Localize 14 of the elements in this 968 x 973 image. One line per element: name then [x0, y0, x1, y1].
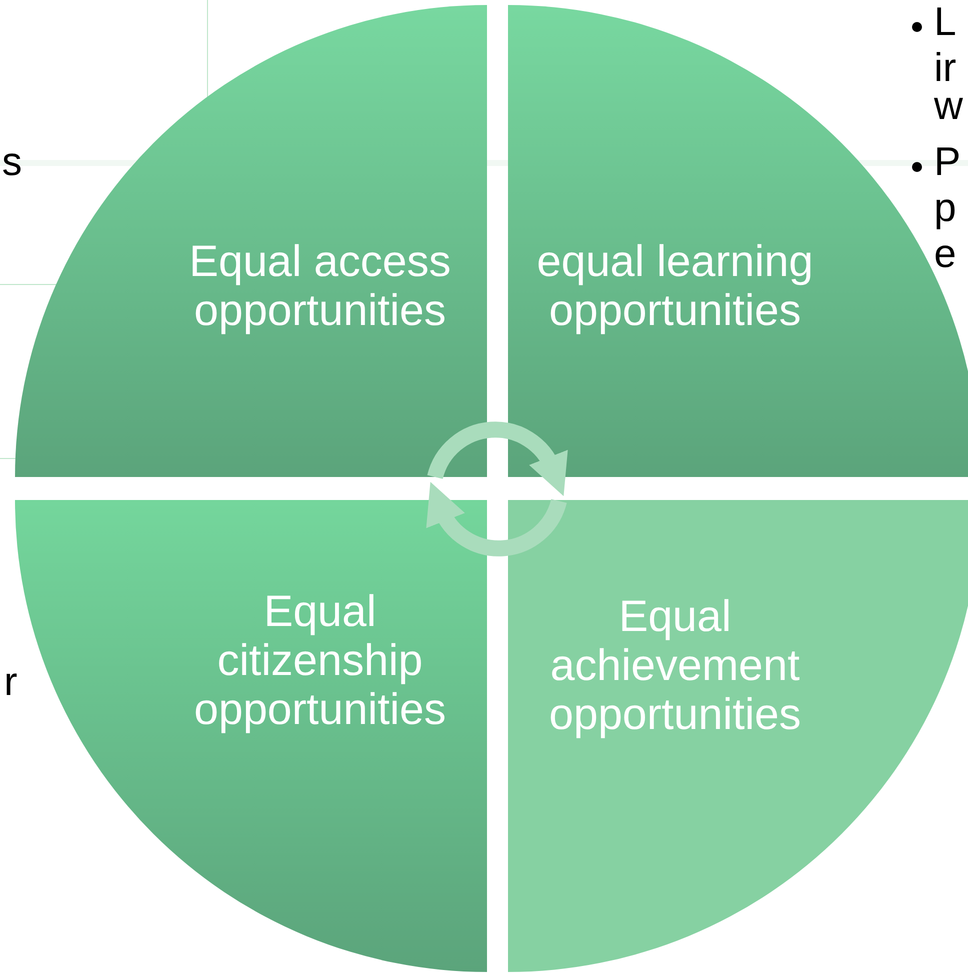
cropped-text: L: [934, 0, 956, 44]
cropped-text: p: [934, 186, 956, 230]
cropped-text: e: [934, 232, 956, 276]
quadrant-segment: [508, 5, 968, 477]
cropped-text: s: [2, 140, 22, 184]
segment-label: Equal citizenship opportunities: [193, 587, 447, 734]
segment-label: Equal access opportunities: [188, 237, 452, 335]
cropped-text: r: [4, 660, 18, 704]
quadrant-segment: [15, 500, 487, 972]
quadrant-segment: [508, 500, 968, 972]
segment-label: equal learning opportunities: [536, 237, 814, 335]
curved-arrow: [427, 422, 567, 496]
segment-label: Equal achievement opportunities: [548, 592, 802, 739]
cropped-text: P: [934, 140, 961, 184]
